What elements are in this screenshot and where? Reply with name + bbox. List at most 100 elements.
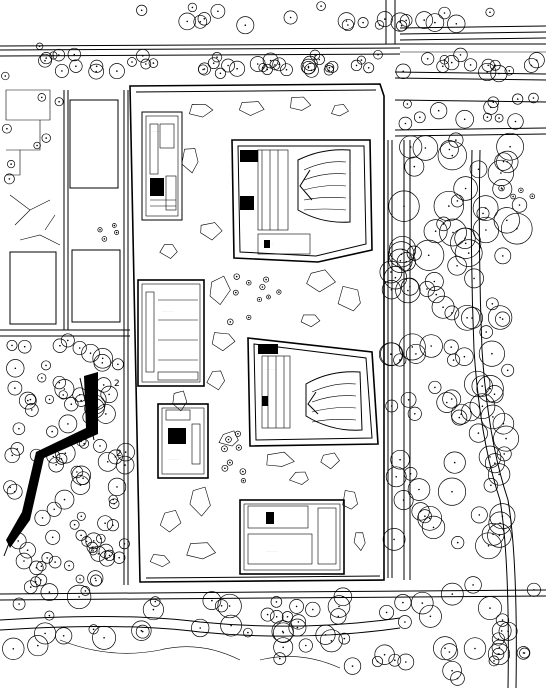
tree-symbol xyxy=(493,425,520,452)
tree-symbol xyxy=(6,339,18,351)
tree-trunk-dot xyxy=(152,62,155,64)
tree-symbol xyxy=(221,464,229,472)
tree-symbol xyxy=(202,591,222,610)
tree-symbol xyxy=(338,632,351,645)
paving-island xyxy=(149,554,171,568)
tree-symbol xyxy=(511,197,528,213)
tree-trunk-dot xyxy=(62,635,65,637)
tree-trunk-dot xyxy=(497,638,500,640)
tree-trunk-dot xyxy=(530,64,533,67)
tree-symbol xyxy=(191,618,210,638)
tree-trunk-dot xyxy=(191,6,194,9)
tree-trunk-dot xyxy=(477,168,480,171)
tree-symbol xyxy=(379,604,395,620)
tree-trunk-dot xyxy=(10,163,12,165)
tree-symbol xyxy=(33,141,41,150)
tree-trunk-dot xyxy=(492,416,494,418)
tree-symbol xyxy=(519,647,530,659)
tree-trunk-dot xyxy=(108,393,110,396)
tree-trunk-dot xyxy=(501,619,504,621)
tree-symbol xyxy=(221,445,228,453)
tree-trunk-dot xyxy=(491,352,493,355)
tree-trunk-dot xyxy=(498,653,500,655)
tree-symbol xyxy=(454,239,483,267)
tree-symbol xyxy=(108,494,118,505)
tree-symbol xyxy=(97,451,118,472)
tree-symbol xyxy=(34,509,51,526)
tree-symbol xyxy=(236,16,255,35)
tree-trunk-dot xyxy=(491,303,494,305)
tree-trunk-dot xyxy=(275,601,278,603)
tree-symbol xyxy=(464,370,491,398)
tree-trunk-dot xyxy=(45,57,47,59)
tree-trunk-dot xyxy=(93,407,96,410)
tree-symbol xyxy=(260,607,275,622)
tree-symbol xyxy=(418,604,442,628)
tree-symbol xyxy=(374,20,385,30)
paving-island xyxy=(218,430,239,447)
tree-trunk-dot xyxy=(199,21,202,23)
tree-trunk-dot xyxy=(95,398,98,401)
tree-symbol xyxy=(111,358,124,371)
tree-trunk-dot xyxy=(456,541,459,544)
tree-trunk-dot xyxy=(437,109,440,112)
tree-trunk-dot xyxy=(448,651,451,653)
tree-trunk-dot xyxy=(489,607,491,609)
tree-trunk-dot xyxy=(470,410,472,413)
paving-island xyxy=(159,244,178,259)
paving-island xyxy=(320,452,340,470)
tree-symbol xyxy=(443,451,466,474)
tree-symbol xyxy=(487,305,513,330)
tree-symbol xyxy=(52,338,68,353)
tree-trunk-dot xyxy=(95,65,98,68)
tree-symbol xyxy=(376,11,393,28)
tree-symbol xyxy=(75,574,85,584)
tree-symbol xyxy=(36,561,47,572)
tree-trunk-dot xyxy=(73,523,76,526)
tree-trunk-dot xyxy=(142,55,144,57)
central-campus-boundary xyxy=(129,83,393,583)
tree-symbol xyxy=(330,608,347,625)
tree-symbol xyxy=(464,576,482,594)
tree-trunk-dot xyxy=(393,538,395,541)
tree-symbol xyxy=(289,599,304,614)
tree-symbol xyxy=(10,442,25,456)
tree-trunk-dot xyxy=(244,24,247,27)
tree-symbol xyxy=(454,304,480,331)
tree-symbol xyxy=(461,401,481,422)
tree-trunk-dot xyxy=(385,611,388,614)
tree-symbol xyxy=(455,347,474,366)
tree-symbol xyxy=(93,439,107,453)
tree-trunk-dot xyxy=(84,590,87,592)
tree-symbol xyxy=(266,294,271,300)
tree-trunk-dot xyxy=(108,554,111,557)
tree-trunk-dot xyxy=(520,189,522,192)
tree-symbol xyxy=(417,505,443,531)
tree-trunk-dot xyxy=(85,540,88,543)
auditorium-label: · · · · · · · xyxy=(266,368,277,371)
tree-trunk-dot xyxy=(424,515,426,517)
tree-symbol xyxy=(323,65,335,76)
tree-symbol xyxy=(476,206,490,220)
tree-symbol xyxy=(373,49,383,60)
tree-trunk-dot xyxy=(477,432,480,434)
tree-symbol xyxy=(388,190,420,222)
tree-trunk-dot xyxy=(80,515,83,518)
tree-symbol xyxy=(4,173,15,185)
tree-trunk-dot xyxy=(262,66,264,69)
tree-trunk-dot xyxy=(442,306,444,309)
tree-symbol xyxy=(210,3,226,19)
tree-trunk-dot xyxy=(61,70,63,72)
tree-trunk-dot xyxy=(482,212,484,215)
tree-symbol xyxy=(395,63,411,79)
tree-symbol xyxy=(489,59,501,71)
tree-symbol xyxy=(485,297,499,311)
tree-trunk-dot xyxy=(481,385,484,387)
tree-trunk-dot xyxy=(409,146,412,148)
tree-trunk-dot xyxy=(105,413,107,415)
tree-trunk-dot xyxy=(502,160,505,163)
auditorium-label: · · · · · · · xyxy=(262,242,273,245)
tree-symbol xyxy=(29,448,43,462)
tree-trunk-dot xyxy=(67,339,69,342)
tree-trunk-dot xyxy=(289,16,292,19)
